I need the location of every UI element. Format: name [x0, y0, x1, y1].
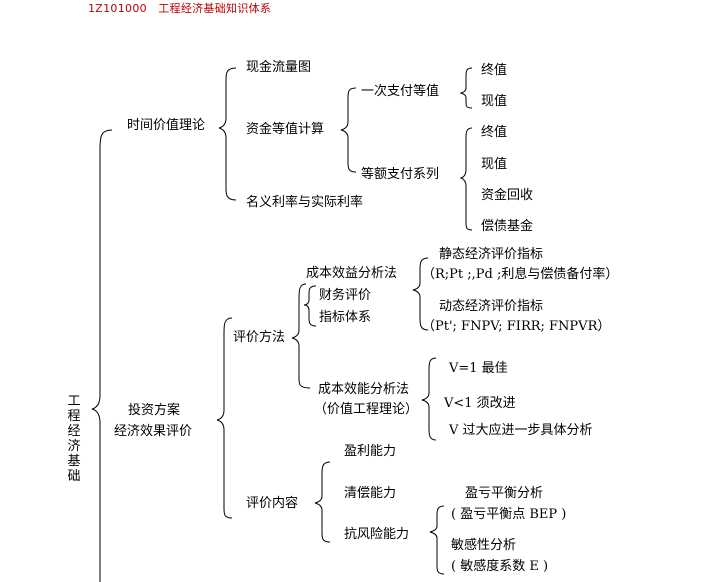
dynamic-indicators-detail: （Pt'; FNPV; FIRR; FNPVR） [422, 319, 611, 334]
static-indicators-detail: （R;Pt ;,Pd ;利息与偿债备付率） [422, 267, 619, 282]
root-brace [91, 129, 113, 582]
profitability: 盈利能力 [344, 444, 397, 459]
evaluation-methods: 评价方法 [233, 330, 286, 345]
dynamic-indicators: 动态经济评价指标 [439, 299, 544, 314]
value-optimal: V=1 最佳 [449, 361, 508, 376]
value-too-large: V 过大应进一步具体分析 [449, 423, 593, 438]
value-needs-improvement: V<1 须改进 [444, 396, 516, 411]
cost-effectiveness-line1: 成本效能分析法 [318, 382, 410, 397]
methods-brace [291, 283, 311, 389]
uniform-future-value: 终值 [481, 125, 508, 140]
financial-brace [303, 285, 317, 327]
single-payment: 一次支付等值 [361, 84, 440, 99]
time-value-brace [218, 67, 237, 201]
investment-brace [216, 317, 233, 519]
solvency: 清偿能力 [344, 486, 397, 501]
static-indicators: 静态经济评价指标 [439, 247, 544, 262]
financial-eval-line2: 指标体系 [319, 310, 372, 325]
investment-title-line1: 投资方案 [128, 403, 181, 418]
evaluation-contents: 评价内容 [246, 496, 299, 511]
sensitivity-analysis: 敏感性分析 [451, 538, 517, 553]
cost-effectiveness-line2: （价值工程理论） [314, 402, 419, 417]
equivalent-calc-brace [340, 87, 357, 173]
uniform-series-brace [459, 127, 473, 231]
cash-flow-diagram: 现金流量图 [246, 60, 312, 75]
cost-effectiveness-brace [421, 357, 437, 441]
risk-resistance: 抗风险能力 [344, 527, 410, 542]
equivalent-calc: 资金等值计算 [246, 122, 325, 137]
nominal-effective-rate: 名义利率与实际利率 [246, 195, 364, 210]
breakeven-analysis: 盈亏平衡分析 [465, 486, 544, 501]
uniform-series: 等额支付系列 [361, 167, 440, 182]
single-present-value: 现值 [481, 94, 508, 109]
breakeven-point: ( 盈亏平衡点 BEP ) [451, 507, 567, 522]
time-value-title: 时间价值理论 [127, 118, 206, 133]
page-header: 1Z101000 工程经济基础知识体系 [88, 2, 272, 15]
uniform-sinking-fund: 偿债基金 [481, 219, 534, 234]
uniform-capital-recovery: 资金回收 [481, 188, 534, 203]
uniform-present-value: 现值 [481, 157, 508, 172]
single-payment-brace [459, 67, 473, 109]
single-future-value: 终值 [481, 63, 508, 78]
risk-brace [429, 505, 445, 575]
financial-indicators-brace [412, 257, 429, 331]
cost-benefit-method: 成本效益分析法 [306, 266, 398, 281]
root-label: 工程经济基础 [67, 394, 81, 484]
contents-brace [314, 461, 331, 543]
investment-title-line2: 经济效果评价 [114, 424, 193, 439]
sensitivity-coefficient: ( 敏感度系数 E ) [451, 559, 549, 574]
financial-eval-line1: 财务评价 [319, 288, 372, 303]
